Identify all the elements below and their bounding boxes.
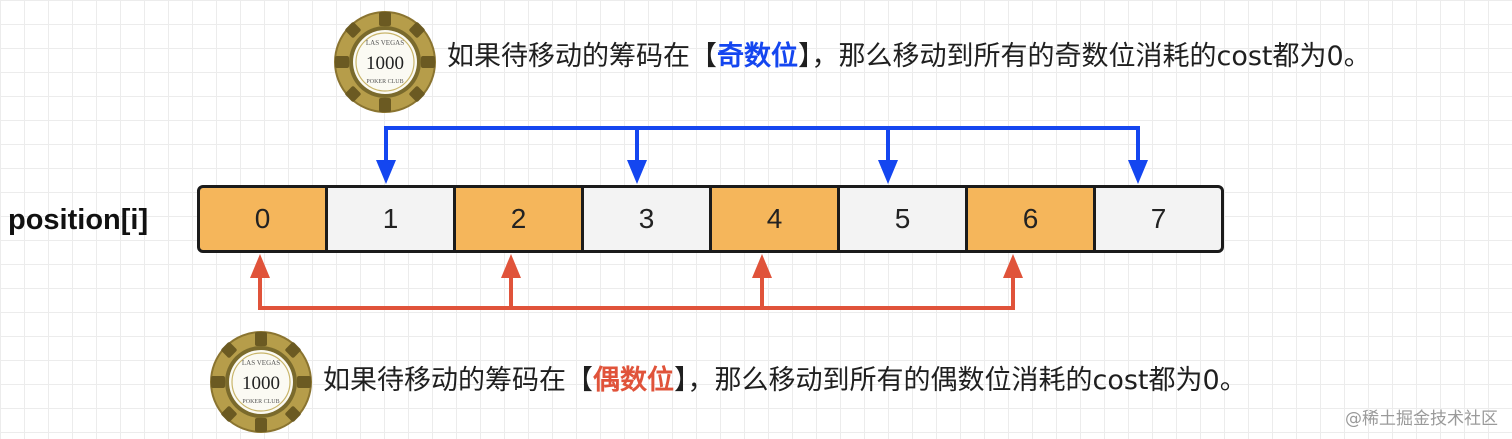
position-cell: 4 bbox=[709, 185, 840, 253]
position-value: 2 bbox=[510, 203, 527, 234]
even-caption-prefix: 如果待移动的筹码在【 bbox=[323, 365, 593, 396]
odd-arrow-group bbox=[376, 126, 1148, 184]
odd-arrowhead-3 bbox=[627, 160, 647, 184]
position-value: 6 bbox=[1022, 203, 1039, 234]
positions-label: position[i] bbox=[8, 204, 149, 236]
svg-text:1000: 1000 bbox=[366, 53, 404, 74]
watermark: @稀土掘金技术社区 bbox=[1345, 409, 1498, 429]
odd-arrowhead-7 bbox=[1128, 160, 1148, 184]
odd-arrowhead-5 bbox=[878, 160, 898, 184]
odd-bracket-line bbox=[384, 126, 1140, 160]
even-caption: 如果待移动的筹码在【偶数位】，那么移动到所有的偶数位消耗的cost都为0。 bbox=[323, 364, 1247, 398]
even-caption-suffix: 】，那么移动到所有的偶数位消耗的cost都为0。 bbox=[674, 365, 1247, 396]
position-cell: 5 bbox=[837, 185, 968, 253]
position-cell: 6 bbox=[965, 185, 1096, 253]
odd-highlight: 奇数位 bbox=[717, 41, 798, 72]
even-arrowhead-2 bbox=[501, 254, 521, 278]
even-highlight: 偶数位 bbox=[593, 365, 674, 396]
position-cell: 3 bbox=[581, 185, 712, 253]
position-value: 5 bbox=[894, 203, 911, 234]
odd-caption: 如果待移动的筹码在【奇数位】，那么移动到所有的奇数位消耗的cost都为0。 bbox=[447, 40, 1371, 74]
even-arrowhead-4 bbox=[752, 254, 772, 278]
poker-chip-icon: LAS VEGAS 1000 POKER CLUB bbox=[334, 11, 436, 113]
odd-caption-prefix: 如果待移动的筹码在【 bbox=[447, 41, 717, 72]
position-cell: 2 bbox=[453, 185, 584, 253]
poker-chip-icon: LAS VEGAS 1000 POKER CLUB bbox=[210, 331, 312, 433]
positions-array: 0 1 2 3 4 5 6 7 bbox=[197, 185, 1224, 253]
even-arrow-group bbox=[250, 254, 1023, 310]
poker-chip-odd: LAS VEGAS 1000 POKER CLUB bbox=[333, 10, 437, 114]
even-arrowhead-0 bbox=[250, 254, 270, 278]
svg-text:LAS VEGAS: LAS VEGAS bbox=[242, 359, 280, 367]
even-arrowhead-6 bbox=[1003, 254, 1023, 278]
svg-text:POKER CLUB: POKER CLUB bbox=[242, 399, 279, 405]
even-bracket-line bbox=[258, 278, 1015, 310]
position-value: 4 bbox=[766, 203, 783, 234]
position-value: 7 bbox=[1150, 203, 1167, 234]
position-cell: 1 bbox=[325, 185, 456, 253]
odd-caption-suffix: 】，那么移动到所有的奇数位消耗的cost都为0。 bbox=[798, 41, 1371, 72]
position-cell: 7 bbox=[1093, 185, 1224, 253]
svg-text:POKER CLUB: POKER CLUB bbox=[366, 79, 403, 85]
poker-chip-even: LAS VEGAS 1000 POKER CLUB bbox=[209, 330, 313, 434]
position-cell: 0 bbox=[197, 185, 328, 253]
svg-text:1000: 1000 bbox=[242, 373, 280, 394]
position-value: 3 bbox=[638, 203, 655, 234]
odd-arrowhead-1 bbox=[376, 160, 396, 184]
position-value: 0 bbox=[254, 203, 271, 234]
position-value: 1 bbox=[382, 203, 399, 234]
svg-text:LAS VEGAS: LAS VEGAS bbox=[366, 39, 404, 47]
